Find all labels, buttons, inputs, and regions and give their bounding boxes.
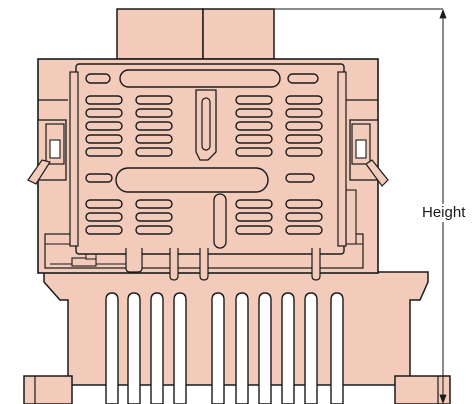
support-posts [125, 248, 321, 281]
top-connector-block [116, 8, 275, 60]
left-clip [27, 119, 67, 185]
right-clip [345, 119, 389, 245]
height-dimension-label: Height [421, 204, 467, 222]
vent-plate [69, 63, 347, 255]
heatsink-fin-gaps [105, 292, 344, 404]
